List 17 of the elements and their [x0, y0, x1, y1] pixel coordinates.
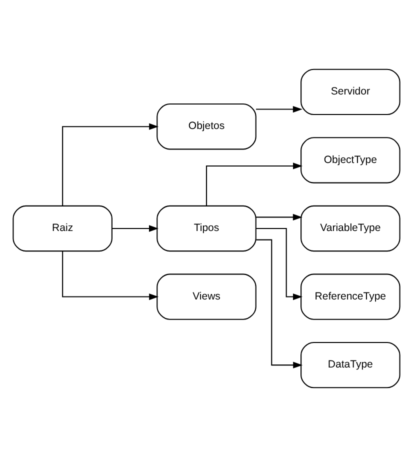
node-box: DataType [300, 342, 400, 388]
node-box: ReferenceType [300, 274, 400, 320]
arrow [205, 162, 302, 206]
node-box: Servidor [300, 68, 400, 116]
arrow [256, 239, 302, 368]
arrow [62, 123, 158, 206]
arrow [256, 106, 302, 113]
node-box: Tipos [156, 205, 256, 252]
node-box: VariableType [300, 205, 400, 252]
node-box: Raiz [12, 205, 112, 252]
arrow [112, 225, 158, 232]
arrow [62, 251, 158, 300]
arrow [256, 228, 302, 300]
node-box: ObjectType [300, 137, 400, 184]
arrow [256, 214, 302, 221]
node-box: Objetos [156, 103, 256, 150]
node-box: Views [156, 274, 256, 320]
